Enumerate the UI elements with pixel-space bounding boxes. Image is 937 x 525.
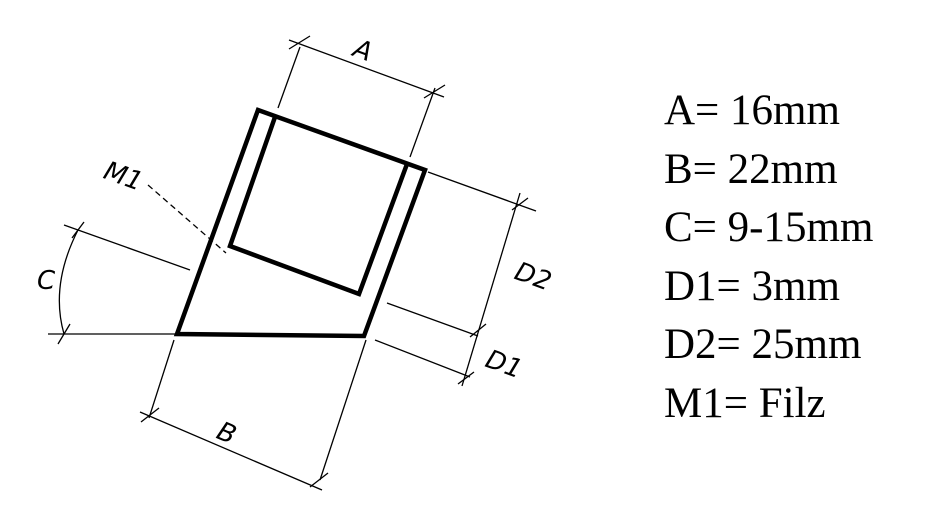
label-a: A xyxy=(347,33,376,68)
legend-entry-d1: D1= 3mm xyxy=(664,262,840,310)
label-d1: D1 xyxy=(481,344,526,385)
legend-entry-m1: M1= Filz xyxy=(664,379,826,427)
inner-pocket xyxy=(227,116,410,297)
label-d2: D2 xyxy=(511,257,556,298)
label-c: C xyxy=(37,266,56,296)
legend-entry-a: A= 16mm xyxy=(664,87,840,134)
legend-entry-d2: D2= 25mm xyxy=(664,321,862,369)
legend-entry-b: B= 22mm xyxy=(664,145,838,193)
outer-profile xyxy=(173,107,428,339)
legend-entry-c: C= 9-15mm xyxy=(664,204,874,252)
dimension-lines xyxy=(48,35,537,491)
label-m1: M1 xyxy=(100,156,147,198)
label-b: B xyxy=(212,416,240,451)
dimension-legend: A= 16mm B= 22mm C= 9-15mm D1= 3mm D2= 25… xyxy=(664,82,873,434)
